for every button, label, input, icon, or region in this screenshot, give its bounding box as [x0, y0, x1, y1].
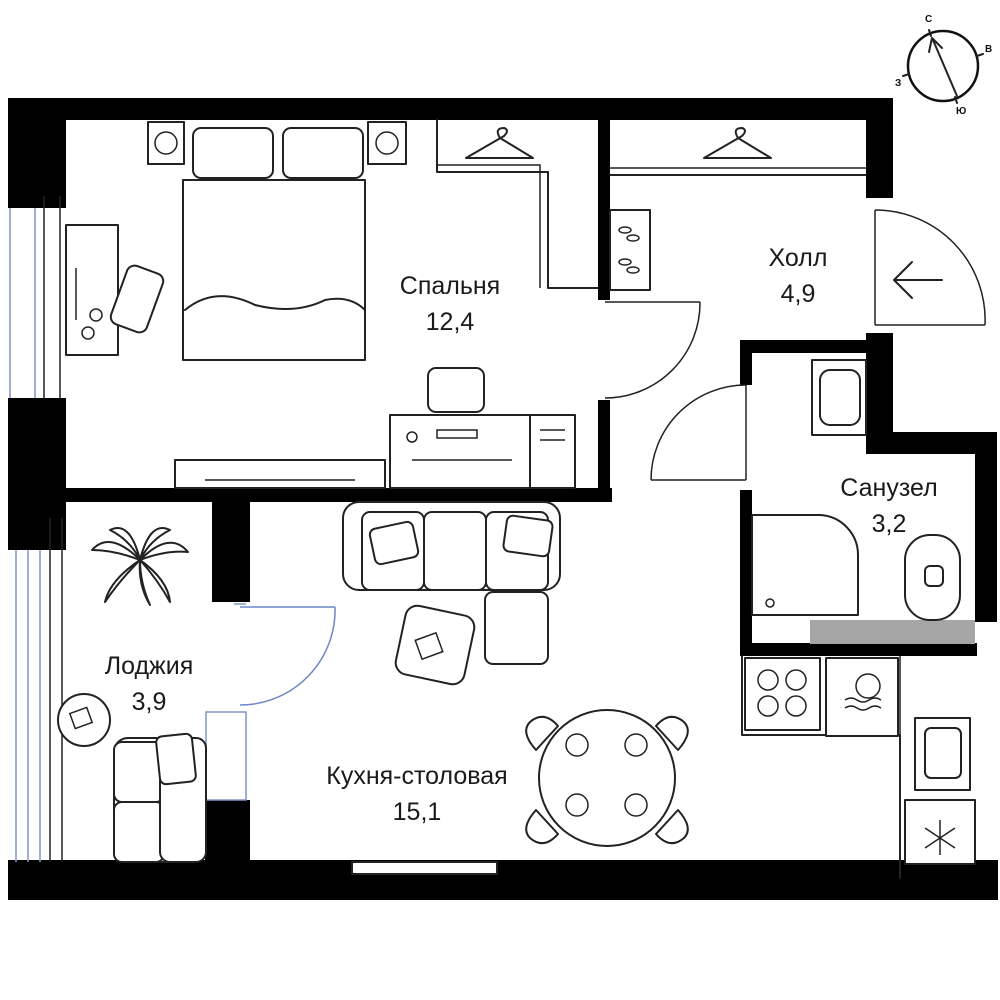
snowflake-icon: [924, 820, 956, 855]
hall-wardrobe: [609, 127, 867, 176]
washbasin: [811, 359, 867, 436]
nightstand-left: [147, 121, 185, 165]
room-label-kitchen: Кухня-столовая 15,1: [300, 758, 534, 830]
bedroom-door[interactable]: [604, 301, 701, 399]
room-name: Холл: [768, 244, 828, 272]
toilet-icon: [904, 534, 961, 621]
compass-south-label: Ю: [956, 106, 967, 117]
stove-icon: [744, 657, 821, 731]
shoe-rack: [609, 209, 651, 291]
nightstand-right: [367, 121, 407, 165]
compass-west-label: З: [895, 78, 902, 89]
fridge: [904, 799, 976, 865]
interior-walls: [40, 118, 977, 870]
bedroom-wardrobe: [436, 119, 599, 289]
room-area: 3,2: [871, 510, 907, 538]
kitchen-counter: [741, 655, 901, 879]
room-area: 4,9: [780, 280, 816, 308]
bed-icon: [182, 127, 366, 361]
compass-east-label: В: [985, 44, 993, 55]
room-area: 3,9: [131, 688, 167, 716]
bath-stripe: [810, 620, 975, 644]
entrance-arrow-icon: [893, 261, 943, 299]
exterior-walls: [8, 98, 998, 900]
bedroom-desk: [389, 367, 576, 489]
sofa-icon: [342, 501, 561, 665]
room-area: 15,1: [392, 798, 442, 826]
bedroom-desk-left: [65, 224, 165, 356]
compass-icon: [902, 29, 984, 104]
bedroom-dresser: [174, 459, 386, 489]
entrance-door[interactable]: [874, 209, 986, 326]
room-label-bedroom: Спальня 12,4: [380, 268, 520, 340]
room-name: Кухня-столовая: [326, 762, 508, 790]
loggia-door[interactable]: [239, 606, 336, 706]
palm-plant-icon: [91, 527, 189, 606]
loggia-glazing: [15, 518, 63, 862]
dining-table: [525, 709, 689, 847]
bathroom-door[interactable]: [650, 384, 747, 481]
shower-icon: [751, 514, 860, 616]
dishwasher-icon: [825, 657, 899, 737]
room-area: 12,4: [425, 308, 475, 336]
room-label-bathroom: Санузел 3,2: [824, 470, 954, 542]
room-name: Лоджия: [104, 652, 194, 680]
hanger-icon: [465, 127, 534, 159]
hanger-icon: [703, 127, 772, 159]
room-label-hall: Холл 4,9: [740, 240, 856, 312]
loggia-side-table: [57, 693, 111, 747]
loggia-armchair: [113, 732, 207, 863]
compass-north-label: С: [925, 14, 933, 25]
room-name: Санузел: [840, 474, 938, 502]
kitchen-tv-stand: [351, 861, 498, 875]
coffee-table: [394, 604, 476, 686]
loggia-door-frame: [205, 603, 247, 801]
room-label-loggia: Лоджия 3,9: [84, 648, 214, 720]
room-name: Спальня: [399, 272, 501, 300]
sink-icon: [914, 717, 971, 791]
bedroom-window: [9, 196, 61, 398]
